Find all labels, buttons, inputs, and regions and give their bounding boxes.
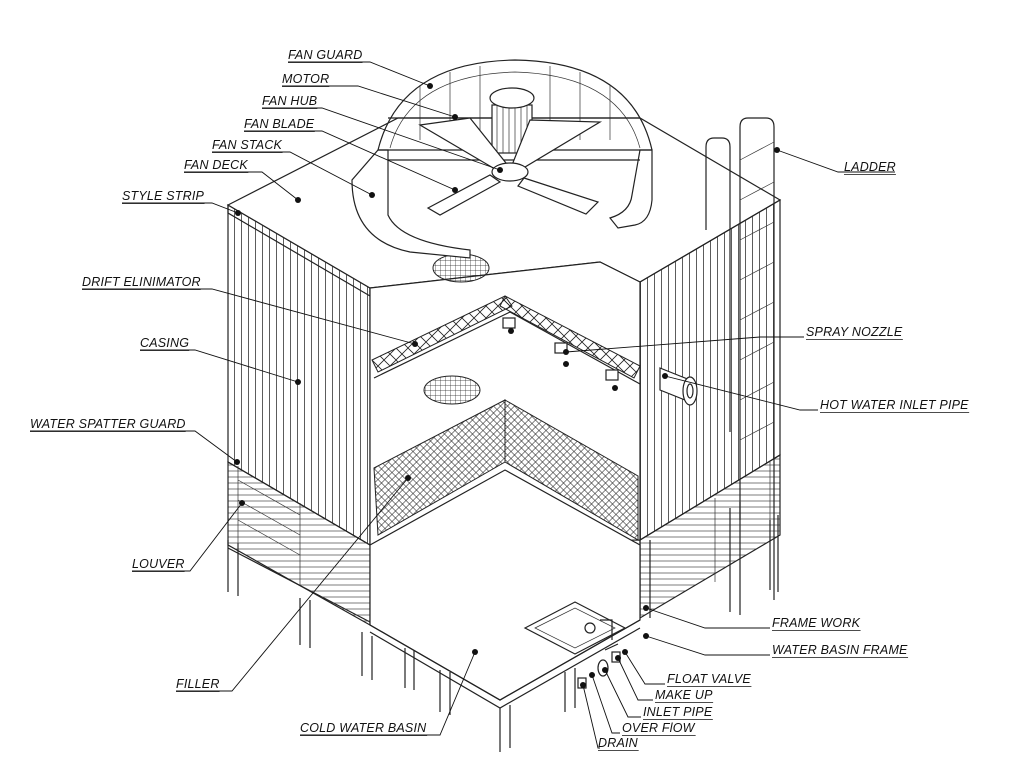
label-motor: MOTOR bbox=[282, 72, 329, 86]
label-drift-eliminator: DRIFT ELINIMATOR bbox=[82, 275, 201, 289]
label-fan-blade: FAN BLADE bbox=[244, 117, 315, 131]
drift-eliminator-right bbox=[499, 295, 641, 379]
leader-lines bbox=[30, 61, 895, 749]
eliminator-grid-opening bbox=[423, 375, 481, 405]
label-frame-work: FRAME WORK bbox=[772, 616, 861, 630]
label-spray-nozzle: SPRAY NOZZLE bbox=[806, 325, 903, 339]
label-fan-stack: FAN STACK bbox=[212, 138, 283, 152]
callout-labels: FAN GUARD MOTOR FAN HUB FAN BLADE FAN ST… bbox=[30, 48, 970, 751]
label-cold-water-basin: COLD WATER BASIN bbox=[300, 721, 427, 735]
filler-right bbox=[504, 399, 639, 541]
ladder-shape bbox=[705, 117, 775, 600]
label-water-spatter-guard: WATER SPATTER GUARD bbox=[30, 417, 186, 431]
label-inlet-pipe: INLET PIPE bbox=[643, 705, 713, 719]
label-ladder: LADDER bbox=[844, 160, 896, 174]
label-hot-water-inlet-pipe: HOT WATER INLET PIPE bbox=[820, 398, 969, 412]
motor-shape bbox=[489, 87, 535, 154]
label-louver: LOUVER bbox=[132, 557, 185, 571]
label-casing: CASING bbox=[140, 336, 189, 350]
label-over-flow: OVER FlOW bbox=[622, 721, 696, 735]
label-make-up: MAKE UP bbox=[655, 688, 713, 702]
label-float-valve: FLOAT VALVE bbox=[667, 672, 751, 686]
label-drain: DRAIN bbox=[598, 736, 639, 750]
deck-grid-opening bbox=[432, 253, 490, 283]
spray-nozzles bbox=[502, 317, 619, 391]
fan-blades-shape bbox=[418, 117, 603, 216]
label-filler: FILLER bbox=[176, 677, 220, 691]
label-fan-deck: FAN DECK bbox=[184, 158, 248, 172]
label-water-basin-frame: WATER BASIN FRAME bbox=[772, 643, 908, 657]
tower-structure bbox=[226, 59, 782, 752]
label-fan-hub: FAN HUB bbox=[262, 94, 317, 108]
fan-stack-shape bbox=[351, 149, 471, 259]
label-fan-guard: FAN GUARD bbox=[288, 48, 363, 62]
label-style-strip: STYLE STRIP bbox=[122, 189, 205, 203]
